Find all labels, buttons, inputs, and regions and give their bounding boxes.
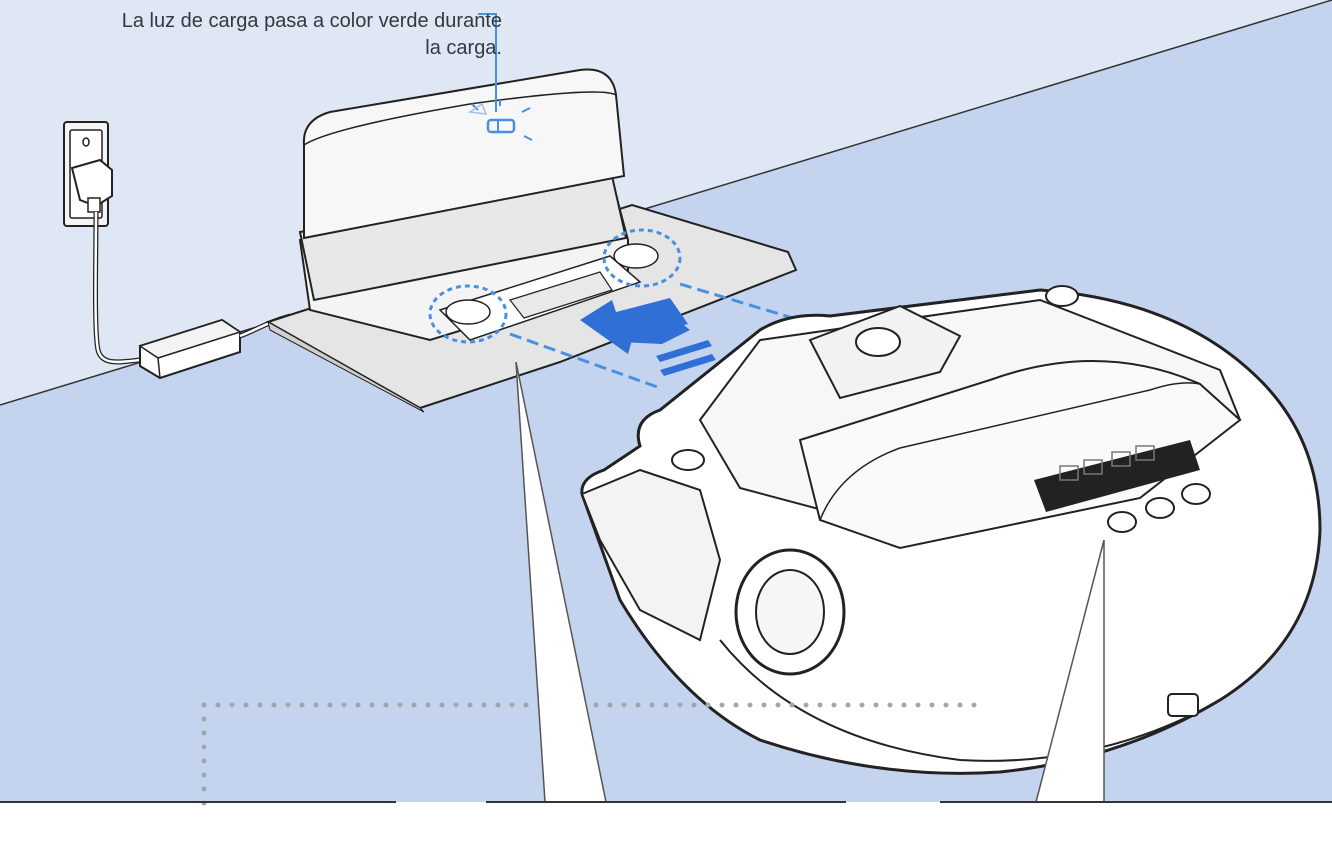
pointer-wedges (515, 361, 1105, 803)
dotted-guide-frame (201, 702, 983, 815)
charging-light-icon (467, 100, 533, 141)
docking-arrow-icon (580, 298, 716, 376)
callout-line-1: La luz de carga pasa a color verde duran… (121, 10, 502, 32)
charging-light-callout: La luz de carga pasa a color verde duran… (0, 8, 502, 62)
bottom-band (0, 802, 1332, 842)
plug-icon (70, 158, 113, 213)
power-adapter-icon (138, 318, 242, 380)
display-panel-icon (1034, 440, 1211, 533)
callout-line-2: la carga. (425, 37, 502, 59)
charging-station (265, 68, 798, 413)
robot-vacuum (580, 285, 1322, 775)
callout-leader (478, 13, 497, 112)
alignment-guides (509, 282, 807, 390)
